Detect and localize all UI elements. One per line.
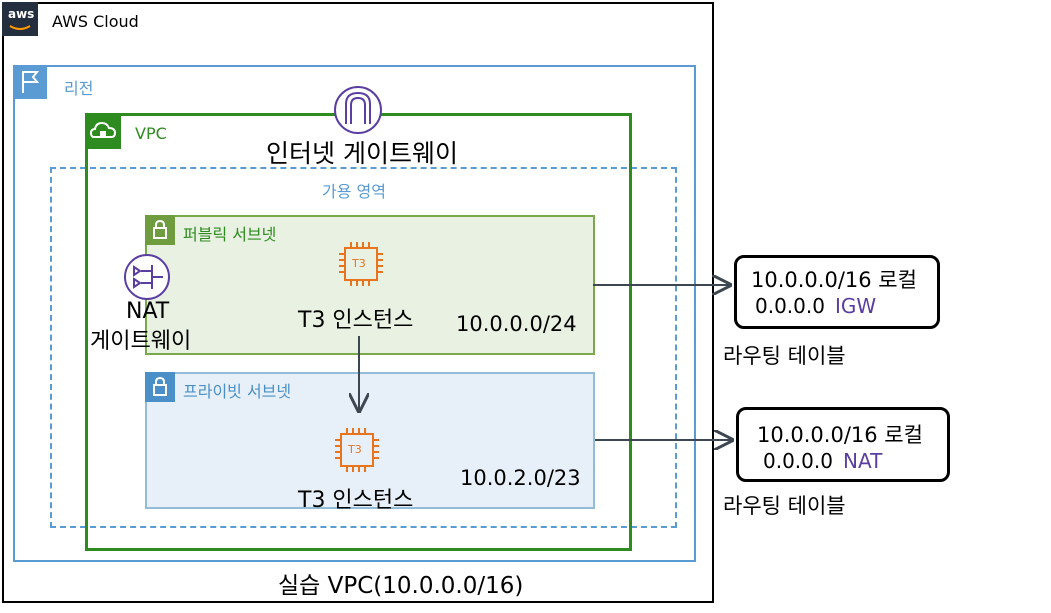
public-instance-chip-text: T3 bbox=[352, 257, 366, 270]
vpc-title: 실습 VPC(10.0.0.0/16) bbox=[278, 573, 524, 599]
aws-logo-text: aws bbox=[8, 7, 35, 21]
cloud-label: AWS Cloud bbox=[52, 12, 139, 31]
route-table-public-row2-dest: 0.0.0.0 bbox=[755, 294, 825, 318]
route-table-private-row1: 10.0.0.0/16 로컬 bbox=[757, 423, 923, 447]
private-instance-chip-text: T3 bbox=[348, 443, 362, 456]
region-container bbox=[13, 65, 696, 562]
public-subnet-lock-icon bbox=[145, 215, 175, 245]
route-table-public-row2-target: IGW bbox=[835, 294, 877, 318]
aws-logo-icon: aws bbox=[2, 2, 38, 36]
aws-smile-icon bbox=[9, 25, 31, 30]
private-subnet-container bbox=[145, 372, 595, 509]
route-table-public-caption: 라우팅 테이블 bbox=[723, 344, 846, 368]
route-table-private: 10.0.0.0/16 로컬 0.0.0.0 NAT bbox=[736, 407, 950, 482]
private-subnet-label: 프라이빗 서브넷 bbox=[183, 382, 292, 401]
flag-icon bbox=[13, 65, 47, 99]
public-subnet-cidr: 10.0.0.0/24 bbox=[456, 312, 577, 336]
route-table-private-row2-target: NAT bbox=[843, 449, 883, 473]
route-table-private-row2-dest: 0.0.0.0 bbox=[763, 449, 833, 473]
availability-zone-container bbox=[50, 167, 677, 528]
region-label: 리전 bbox=[64, 79, 94, 98]
internet-gateway-label: 인터넷 게이트웨이 bbox=[266, 139, 458, 168]
public-instance-label: T3 인스턴스 bbox=[298, 308, 414, 333]
vpc-label: VPC bbox=[135, 124, 167, 143]
private-subnet-lock-icon bbox=[145, 372, 175, 402]
availability-zone-label: 가용 영역 bbox=[322, 182, 386, 201]
route-table-public: 10.0.0.0/16 로컬 0.0.0.0 IGW bbox=[734, 255, 940, 329]
route-table-public-row1: 10.0.0.0/16 로컬 bbox=[751, 268, 917, 292]
cloud-lock-icon bbox=[85, 113, 121, 149]
aws-cloud-container bbox=[2, 2, 714, 603]
nat-gateway-label-line2: 게이트웨이 bbox=[90, 329, 192, 354]
nat-gateway-label-line1: NAT bbox=[126, 299, 170, 324]
private-instance-label: T3 인스턴스 bbox=[298, 488, 414, 513]
public-subnet-label: 퍼블릭 서브넷 bbox=[183, 225, 277, 244]
route-table-private-caption: 라우팅 테이블 bbox=[723, 494, 846, 518]
private-subnet-cidr: 10.0.2.0/23 bbox=[460, 466, 581, 490]
